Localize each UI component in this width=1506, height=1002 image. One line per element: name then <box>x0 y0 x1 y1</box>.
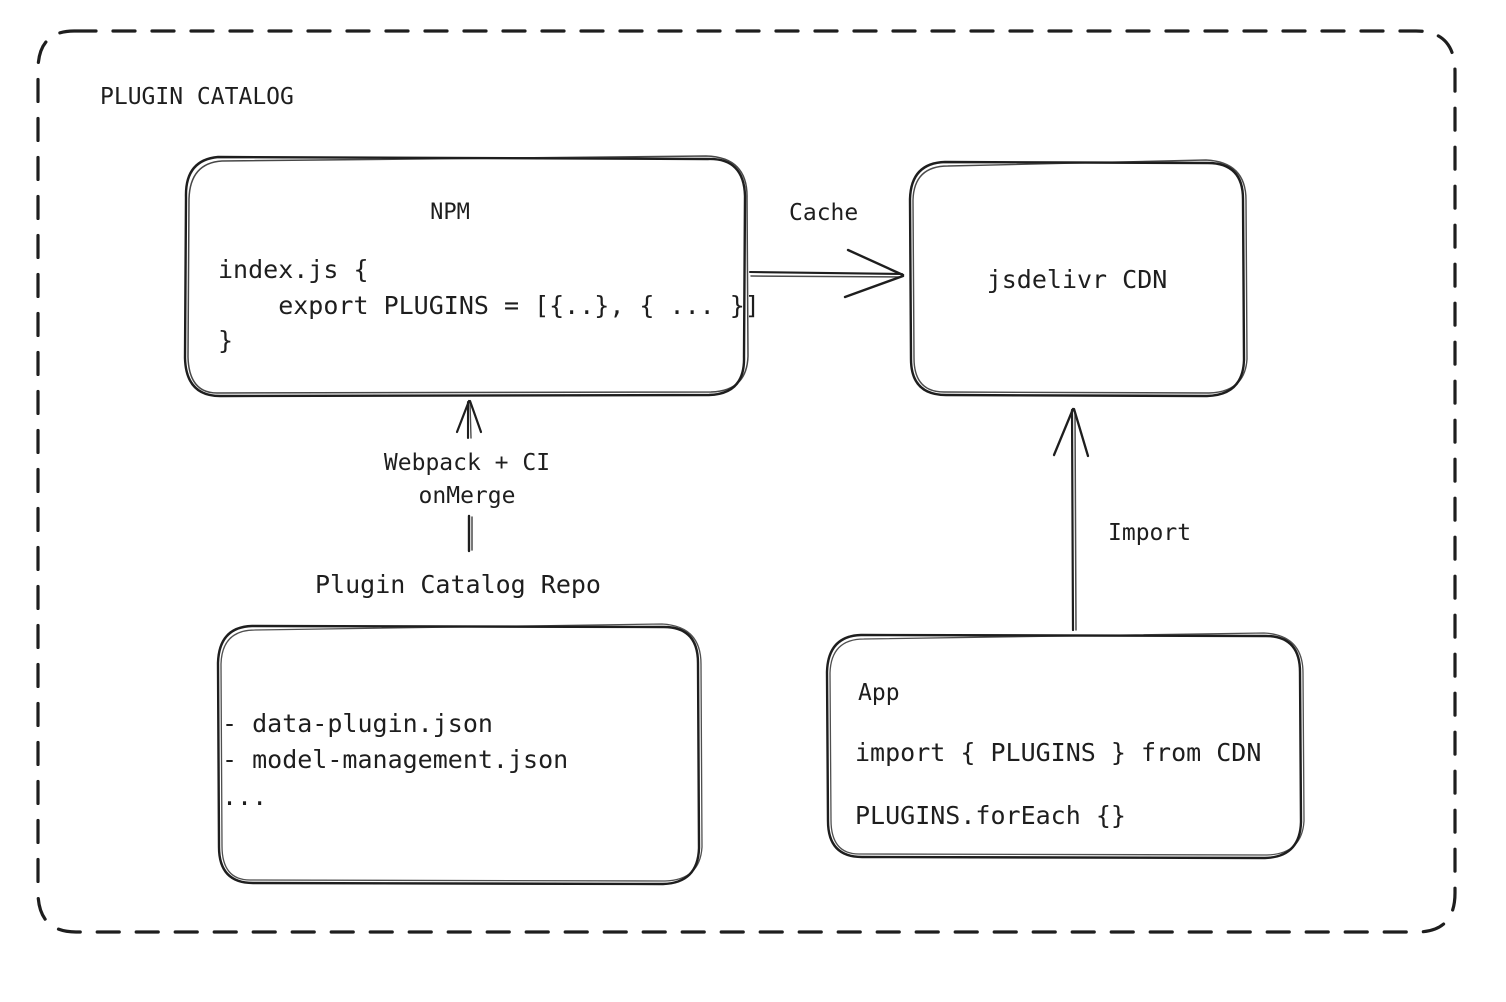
edge-npm-to-cdn <box>748 248 905 299</box>
edge-label-import: Import <box>1108 520 1192 546</box>
plugin-catalog-group-border <box>36 29 1457 934</box>
npm-node-shape <box>183 155 749 398</box>
npm-node-code: index.js { export PLUGINS = [{..}, { ...… <box>218 255 760 355</box>
cdn-node-shape <box>908 159 1248 398</box>
app-node-title: App <box>858 680 900 706</box>
group-title: PLUGIN CATALOG <box>100 84 294 110</box>
app-node-shape <box>825 632 1305 860</box>
app-node-code-import: import { PLUGINS } from CDN <box>855 738 1262 767</box>
npm-node-title: NPM <box>430 200 470 225</box>
cdn-node-title: jsdelivr CDN <box>986 265 1168 294</box>
edge-app-to-cdn <box>1052 407 1090 632</box>
edge-label-cache: Cache <box>789 200 859 226</box>
repo-node-file-list: - data-plugin.json - model-management.js… <box>222 709 569 811</box>
repo-node-caption: Plugin Catalog Repo <box>315 570 601 599</box>
app-node-code-foreach: PLUGINS.forEach {} <box>855 801 1126 830</box>
edge-repo-to-npm <box>455 399 483 553</box>
repo-node-shape <box>216 623 703 886</box>
edge-label-webpack-ci: Webpack + CI onMerge <box>383 450 551 509</box>
